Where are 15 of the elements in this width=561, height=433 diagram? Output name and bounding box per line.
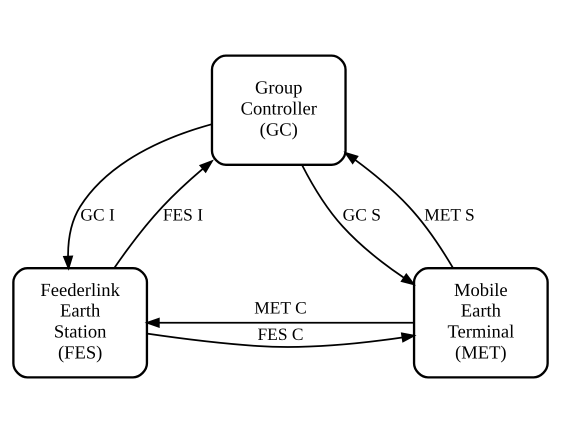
edge-label: FES I [162, 204, 204, 225]
edge-label: FES C [258, 324, 304, 344]
arrow [144, 317, 414, 328]
arrow [62, 123, 212, 271]
node-box: Mobile Earth Terminal (MET) [412, 267, 549, 379]
node-box: Group Controller (GC) [210, 54, 347, 166]
node-box: Feederlink Earth Station (FES) [12, 267, 148, 379]
arrow [114, 160, 214, 268]
edge-label: MET C [254, 297, 307, 318]
arrow [147, 332, 417, 348]
arrow [343, 151, 454, 268]
edge-label: GC S [342, 204, 381, 225]
edge-label: GC I [80, 204, 115, 225]
arrow [301, 164, 416, 286]
edge-label: MET S [424, 204, 475, 225]
